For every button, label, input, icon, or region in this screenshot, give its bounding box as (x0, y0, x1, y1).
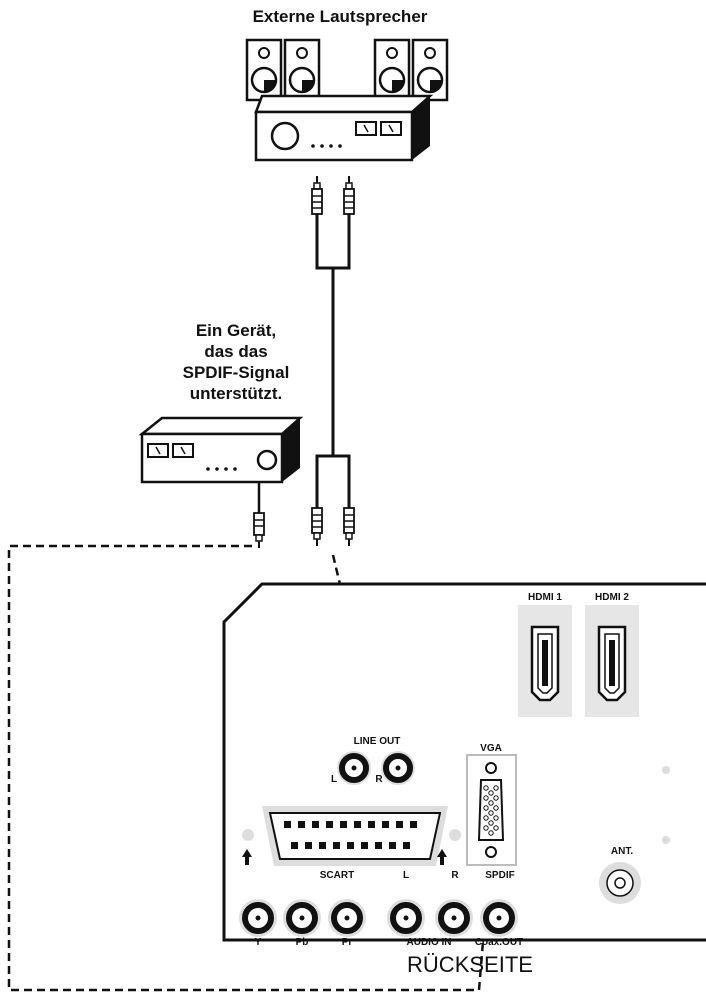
scart-label: SCART (320, 870, 354, 881)
audio-in-l-top-label: L (403, 870, 409, 881)
speaker-left-a-icon (245, 38, 283, 102)
hdmi1-label: HDMI 1 (528, 592, 562, 603)
scart-screw-right (449, 829, 461, 841)
spdif-device-icon (138, 416, 304, 484)
hdmi1-port[interactable] (530, 625, 560, 702)
coax-out-label: Coax.OUT (475, 937, 523, 948)
jack-audio-in-l[interactable] (387, 899, 425, 937)
jack-spdif-coax[interactable] (480, 899, 518, 937)
arrow-up-left-icon (242, 849, 252, 865)
ant-label: ANT. (611, 846, 633, 857)
antenna-port[interactable] (599, 862, 641, 904)
scart-port[interactable] (262, 806, 448, 866)
line-out-r-label: R (375, 774, 383, 785)
pr-label: Pr (342, 937, 353, 948)
rca-plug-top-left-icon (311, 176, 323, 215)
vga-port[interactable] (466, 754, 517, 866)
speaker-right-a-icon (373, 38, 411, 102)
panel-screw-1 (662, 766, 670, 774)
spdif-device-label-3: SPDIF-Signal (183, 363, 290, 382)
rca-plug-top-right-icon (343, 176, 355, 215)
jack-audio-in-r[interactable] (435, 899, 473, 937)
line-out-l-jack[interactable] (337, 751, 371, 785)
coax-plug-icon (253, 512, 265, 548)
spdif-device-label-4: unterstützt. (190, 384, 283, 403)
jack-y[interactable] (239, 899, 277, 937)
rear-side-caption: RÜCKSEITE (407, 952, 533, 977)
rca-plug-bottom-left-icon (311, 507, 323, 546)
line-out-r-jack[interactable] (381, 751, 415, 785)
scart-screw-left (242, 829, 254, 841)
panel-screw-2 (662, 836, 670, 844)
hdmi2-port[interactable] (597, 625, 627, 702)
pb-label: Pb (296, 937, 309, 948)
y-label: Y (255, 937, 262, 948)
audio-cable (315, 214, 351, 508)
spdif-label: SPDIF (485, 870, 514, 881)
spdif-device-label-1: Ein Gerät, (196, 321, 276, 340)
spdif-device-label-2: das das (204, 342, 267, 361)
speaker-left-b-icon (283, 38, 321, 102)
speaker-right-b-icon (411, 38, 449, 102)
audio-in-label: AUDIO IN (407, 937, 452, 948)
audio-in-r-top-label: R (451, 870, 459, 881)
arrow-up-right-icon (437, 849, 447, 865)
amplifier-icon (254, 94, 434, 162)
speakers-title: Externe Lautsprecher (253, 7, 428, 26)
rca-plug-bottom-right-icon (343, 507, 355, 546)
hdmi2-label: HDMI 2 (595, 592, 629, 603)
jack-pr[interactable] (328, 899, 366, 937)
line-out-label: LINE OUT (354, 736, 401, 747)
line-out-l-label: L (331, 774, 337, 785)
jack-pb[interactable] (283, 899, 321, 937)
vga-label: VGA (480, 743, 502, 754)
